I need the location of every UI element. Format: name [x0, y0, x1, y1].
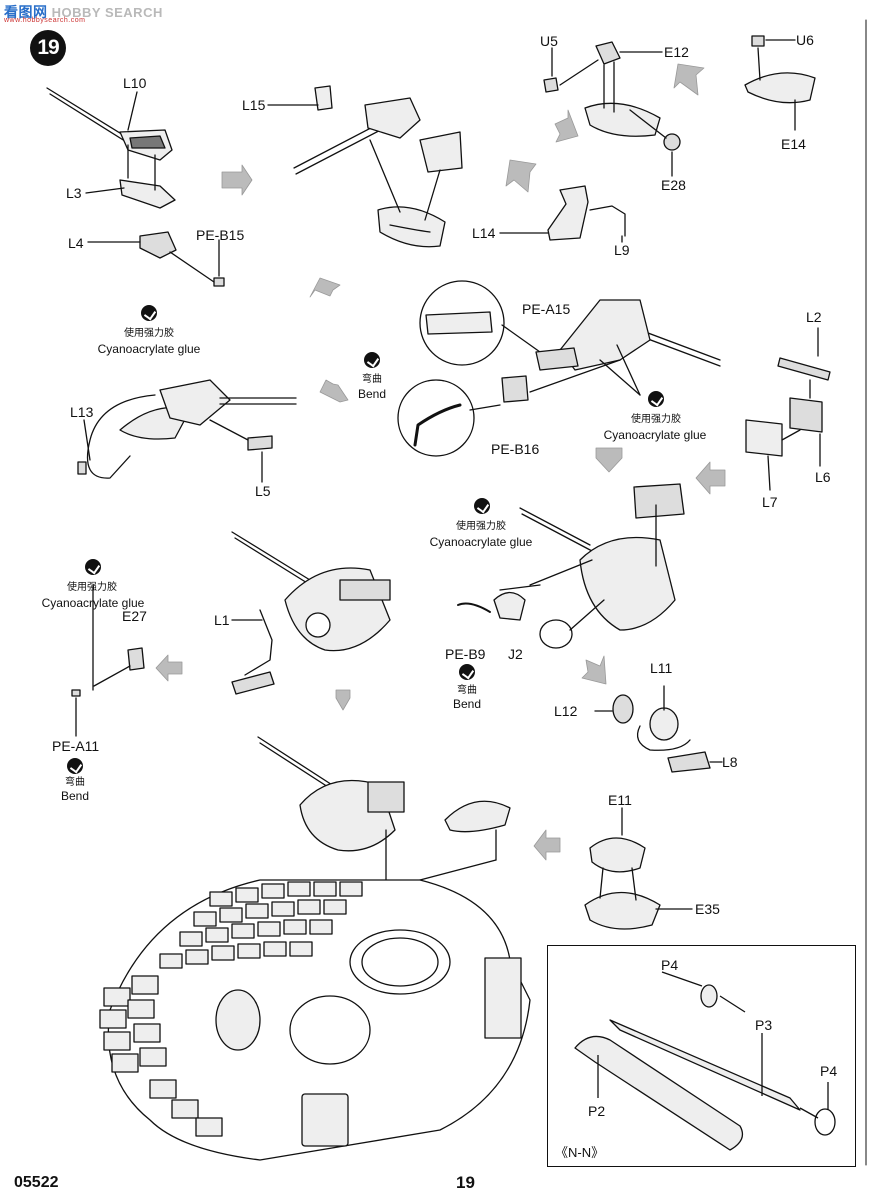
glue-label-en: Cyanoacrylate glue [429, 535, 533, 549]
glue-label-en: Cyanoacrylate glue [97, 342, 201, 356]
bend-label-en: Bend [452, 697, 482, 711]
l1-turret-drawing [231, 531, 391, 695]
glue-icon [648, 391, 664, 407]
part-label-l1: L1 [214, 612, 230, 628]
part-label-e28: E28 [661, 177, 686, 193]
bend-icon [364, 352, 380, 368]
watermark-cn: 看图网 [4, 4, 48, 20]
direction-arrows [155, 63, 726, 861]
part-label-l4: L4 [68, 235, 84, 251]
watermark: 看图网 HOBBY SEARCH www.hobbysearch.com [4, 2, 163, 24]
part-label-e35: E35 [695, 901, 720, 917]
glue-label-cn: 使用强力胶 [456, 521, 506, 532]
glue-label-en: Cyanoacrylate glue [41, 596, 145, 610]
e27-pe-a11-drawing [71, 585, 145, 737]
part-label-e12: E12 [664, 44, 689, 60]
e11-e35-drawing [584, 807, 693, 930]
part-label-j2: J2 [508, 646, 523, 662]
l15-gun-drawing [293, 85, 463, 248]
bend-label-cn: 弯曲 [457, 685, 477, 696]
bend-icon [67, 758, 83, 774]
glue-icon [474, 498, 490, 514]
l11-l12-l8-drawing [594, 685, 723, 773]
part-label-l10: L10 [123, 75, 147, 91]
part-label-l8: L8 [722, 754, 738, 770]
bend-label-cn: 弯曲 [65, 777, 85, 788]
part-label-pe-a11: PE-A11 [52, 738, 100, 754]
pe-a15-gun-drawing [397, 280, 721, 457]
part-label-e11: E11 [608, 792, 632, 808]
part-label-l11: L11 [650, 660, 673, 676]
era-bricks [99, 881, 363, 1137]
l10-gun-drawing [46, 87, 225, 287]
part-label-pe-b15: PE-B15 [196, 227, 245, 243]
part-label-u6: U6 [796, 32, 814, 48]
part-label-l13: L13 [70, 404, 94, 420]
glue-icon [141, 305, 157, 321]
part-label-l14: L14 [472, 225, 496, 241]
part-label-l9: L9 [614, 242, 630, 258]
glue-label-cn: 使用强力胶 [631, 414, 681, 425]
l13-gun-drawing [77, 379, 297, 479]
part-label-l12: L12 [554, 703, 578, 719]
part-label-pe-a15: PE-A15 [522, 301, 571, 317]
inset-nn-drawing [574, 971, 836, 1151]
part-label-l3: L3 [66, 185, 82, 201]
part-label-pe-b9: PE-B9 [445, 646, 486, 662]
glue-label-cn: 使用强力胶 [124, 328, 174, 339]
part-label-p4: P4 [661, 957, 679, 973]
part-label-u5: U5 [540, 33, 558, 49]
part-label-l2: L2 [806, 309, 822, 325]
glue-label-en: Cyanoacrylate glue [603, 428, 707, 442]
inset-detail-box [547, 945, 856, 1167]
part-label-p3: P3 [755, 1017, 773, 1033]
bend-label-en: Bend [357, 387, 387, 401]
part-label-p4: P4 [820, 1063, 838, 1079]
part-label-l7: L7 [762, 494, 778, 510]
glue-icon [85, 559, 101, 575]
part-label-p2: P2 [588, 1103, 606, 1119]
j2-turret-drawing [457, 483, 685, 649]
part-label-e27: E27 [122, 608, 147, 624]
bend-label-cn: 弯曲 [362, 374, 382, 385]
bend-icon [459, 664, 475, 680]
l2-l6-l7-drawing [745, 327, 831, 491]
part-label-l15: L15 [242, 97, 266, 113]
l14-l9-drawing [499, 185, 626, 243]
inset-title: 《N-N》 [555, 1145, 605, 1160]
page-number: 19 [456, 1173, 475, 1192]
e14-plate-drawing [744, 35, 816, 131]
watermark-url: www.hobbysearch.com [4, 17, 86, 24]
e12-mount-drawing [543, 41, 681, 151]
bend-label-en: Bend [60, 789, 90, 803]
glue-label-cn: 使用强力胶 [67, 582, 117, 593]
step-number-badge: 19 [30, 30, 66, 66]
part-label-pe-b16: PE-B16 [491, 441, 540, 457]
watermark-en: HOBBY SEARCH [51, 5, 163, 20]
catalog-number: 05522 [14, 1174, 59, 1191]
part-label-l6: L6 [815, 469, 831, 485]
part-label-e14: E14 [781, 136, 806, 152]
part-label-l5: L5 [255, 483, 271, 499]
